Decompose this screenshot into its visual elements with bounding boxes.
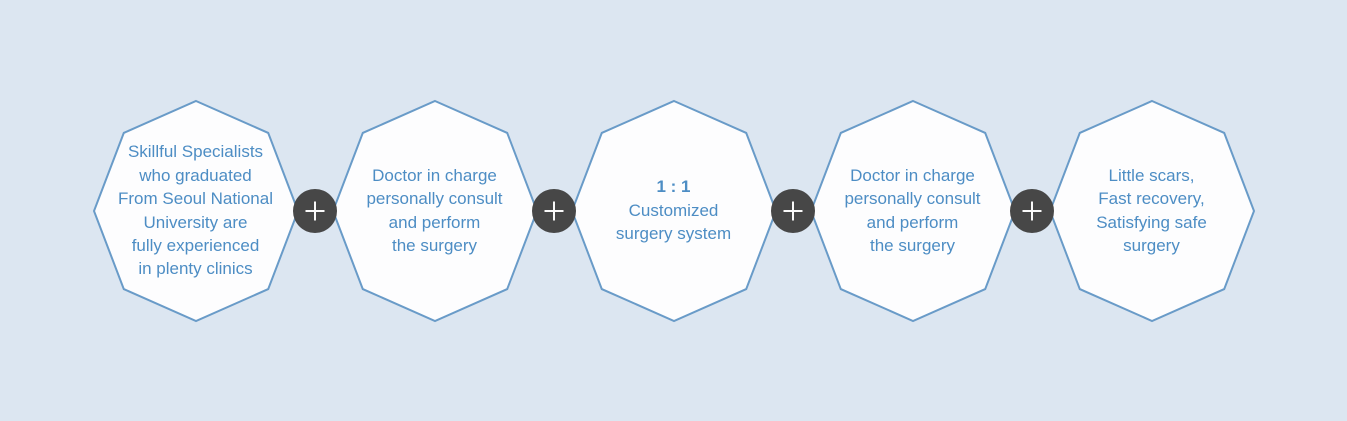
octagon-shape bbox=[331, 99, 538, 322]
plus-icon bbox=[1022, 201, 1042, 220]
octagon-shape bbox=[570, 99, 777, 322]
octagon-card-5: Little scars, Fast recovery, Satisfying … bbox=[1048, 99, 1255, 322]
octagon-shape bbox=[809, 99, 1016, 322]
plus-connector-2 bbox=[532, 188, 576, 233]
octagon-text-2: Doctor in charge personally consult and … bbox=[366, 165, 503, 255]
plus-icon bbox=[783, 201, 803, 220]
octagon-text-3: 1 : 1 Customized surgery system bbox=[571, 100, 777, 322]
octagon-heading: 1 : 1 bbox=[656, 177, 691, 197]
octagon-text-4: Doctor in charge personally consult and … bbox=[844, 165, 981, 255]
plus-connector-4 bbox=[1010, 188, 1054, 233]
plus-connector-1 bbox=[293, 188, 337, 233]
octagon-text-1: Skillful Specialists who graduated From … bbox=[118, 142, 273, 279]
octagon-card-1: Skillful Specialists who graduated From … bbox=[92, 99, 299, 322]
plus-icon bbox=[305, 201, 325, 220]
octagon-card-3: 1 : 1 Customized surgery system bbox=[570, 99, 777, 322]
octagon-shape bbox=[92, 99, 299, 322]
octagon-text-5: Little scars, Fast recovery, Satisfying … bbox=[1096, 165, 1207, 255]
octagon-shape bbox=[1048, 99, 1255, 322]
octagon-row: Skillful Specialists who graduated From … bbox=[92, 99, 1255, 322]
octagon-card-2: Doctor in charge personally consult and … bbox=[331, 99, 538, 322]
octagon-subtext: Customized surgery system bbox=[615, 200, 732, 244]
plus-icon bbox=[544, 201, 564, 220]
octagon-card-4: Doctor in charge personally consult and … bbox=[809, 99, 1016, 322]
plus-connector-3 bbox=[771, 188, 815, 233]
